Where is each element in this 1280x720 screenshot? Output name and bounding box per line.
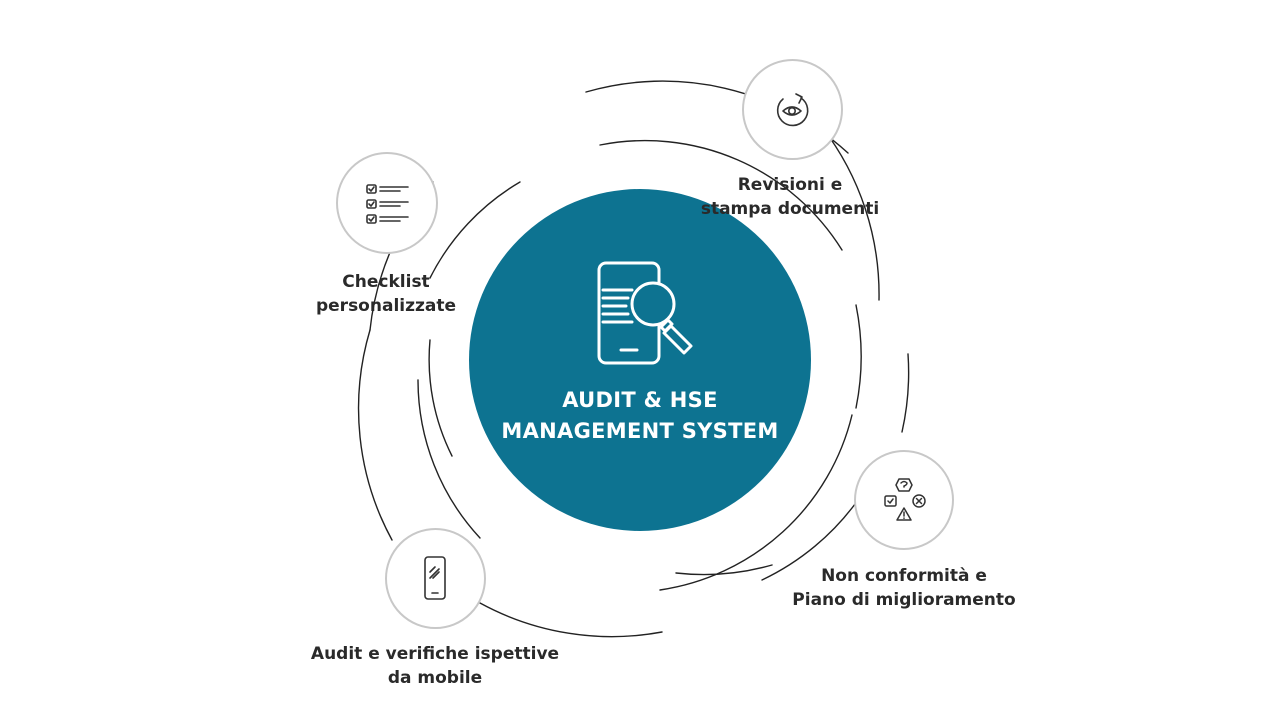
label-revisioni-line2: stampa documenti	[700, 199, 880, 219]
orbit-arc	[855, 304, 862, 409]
orbit-arc	[761, 499, 859, 581]
document-magnifier-icon	[597, 261, 693, 365]
orbit-arc	[821, 126, 880, 301]
orbit-arc	[417, 379, 481, 539]
orbit-arc	[428, 339, 453, 457]
node-checklist	[336, 152, 438, 254]
label-nonconformita: Non conformità e Piano di miglioramento	[774, 564, 1034, 612]
smartphone-icon	[424, 556, 446, 600]
node-nonconformita	[854, 450, 954, 550]
label-audit-mobile: Audit e verifiche ispettive da mobile	[300, 642, 570, 690]
orbit-arc	[675, 564, 773, 576]
label-nonconformita-line2: Piano di miglioramento	[792, 590, 1016, 610]
hub-title-line1: AUDIT & HSE	[562, 388, 718, 412]
hub-title-line2: MANAGEMENT SYSTEM	[501, 419, 779, 443]
label-revisioni: Revisioni e stampa documenti	[680, 173, 900, 221]
label-revisioni-line1: Revisioni e	[737, 175, 843, 195]
nonconformity-shapes-icon	[884, 478, 926, 521]
checklist-icon	[366, 184, 409, 224]
orbit-arc	[599, 139, 843, 251]
orbit-arc	[357, 329, 393, 541]
label-checklist: Checklist personalizzate	[286, 270, 486, 318]
orbit-arc	[901, 353, 910, 433]
hub-title: AUDIT & HSE MANAGEMENT SYSTEM	[469, 385, 811, 447]
orbit-arc	[429, 181, 521, 279]
label-checklist-line2: personalizzate	[315, 296, 457, 316]
node-audit-mobile	[385, 528, 486, 629]
label-nonconformita-line1: Non conformità e	[821, 566, 987, 586]
eye-rotate-icon	[776, 93, 809, 127]
node-revisioni	[742, 59, 843, 160]
label-audit-mobile-line2: da mobile	[387, 668, 483, 688]
orbit-arc	[659, 414, 853, 591]
label-checklist-line1: Checklist	[342, 272, 430, 292]
central-hub: AUDIT & HSE MANAGEMENT SYSTEM	[469, 189, 811, 531]
label-audit-mobile-line1: Audit e verifiche ispettive	[310, 644, 560, 664]
orbit-arc	[479, 602, 663, 638]
